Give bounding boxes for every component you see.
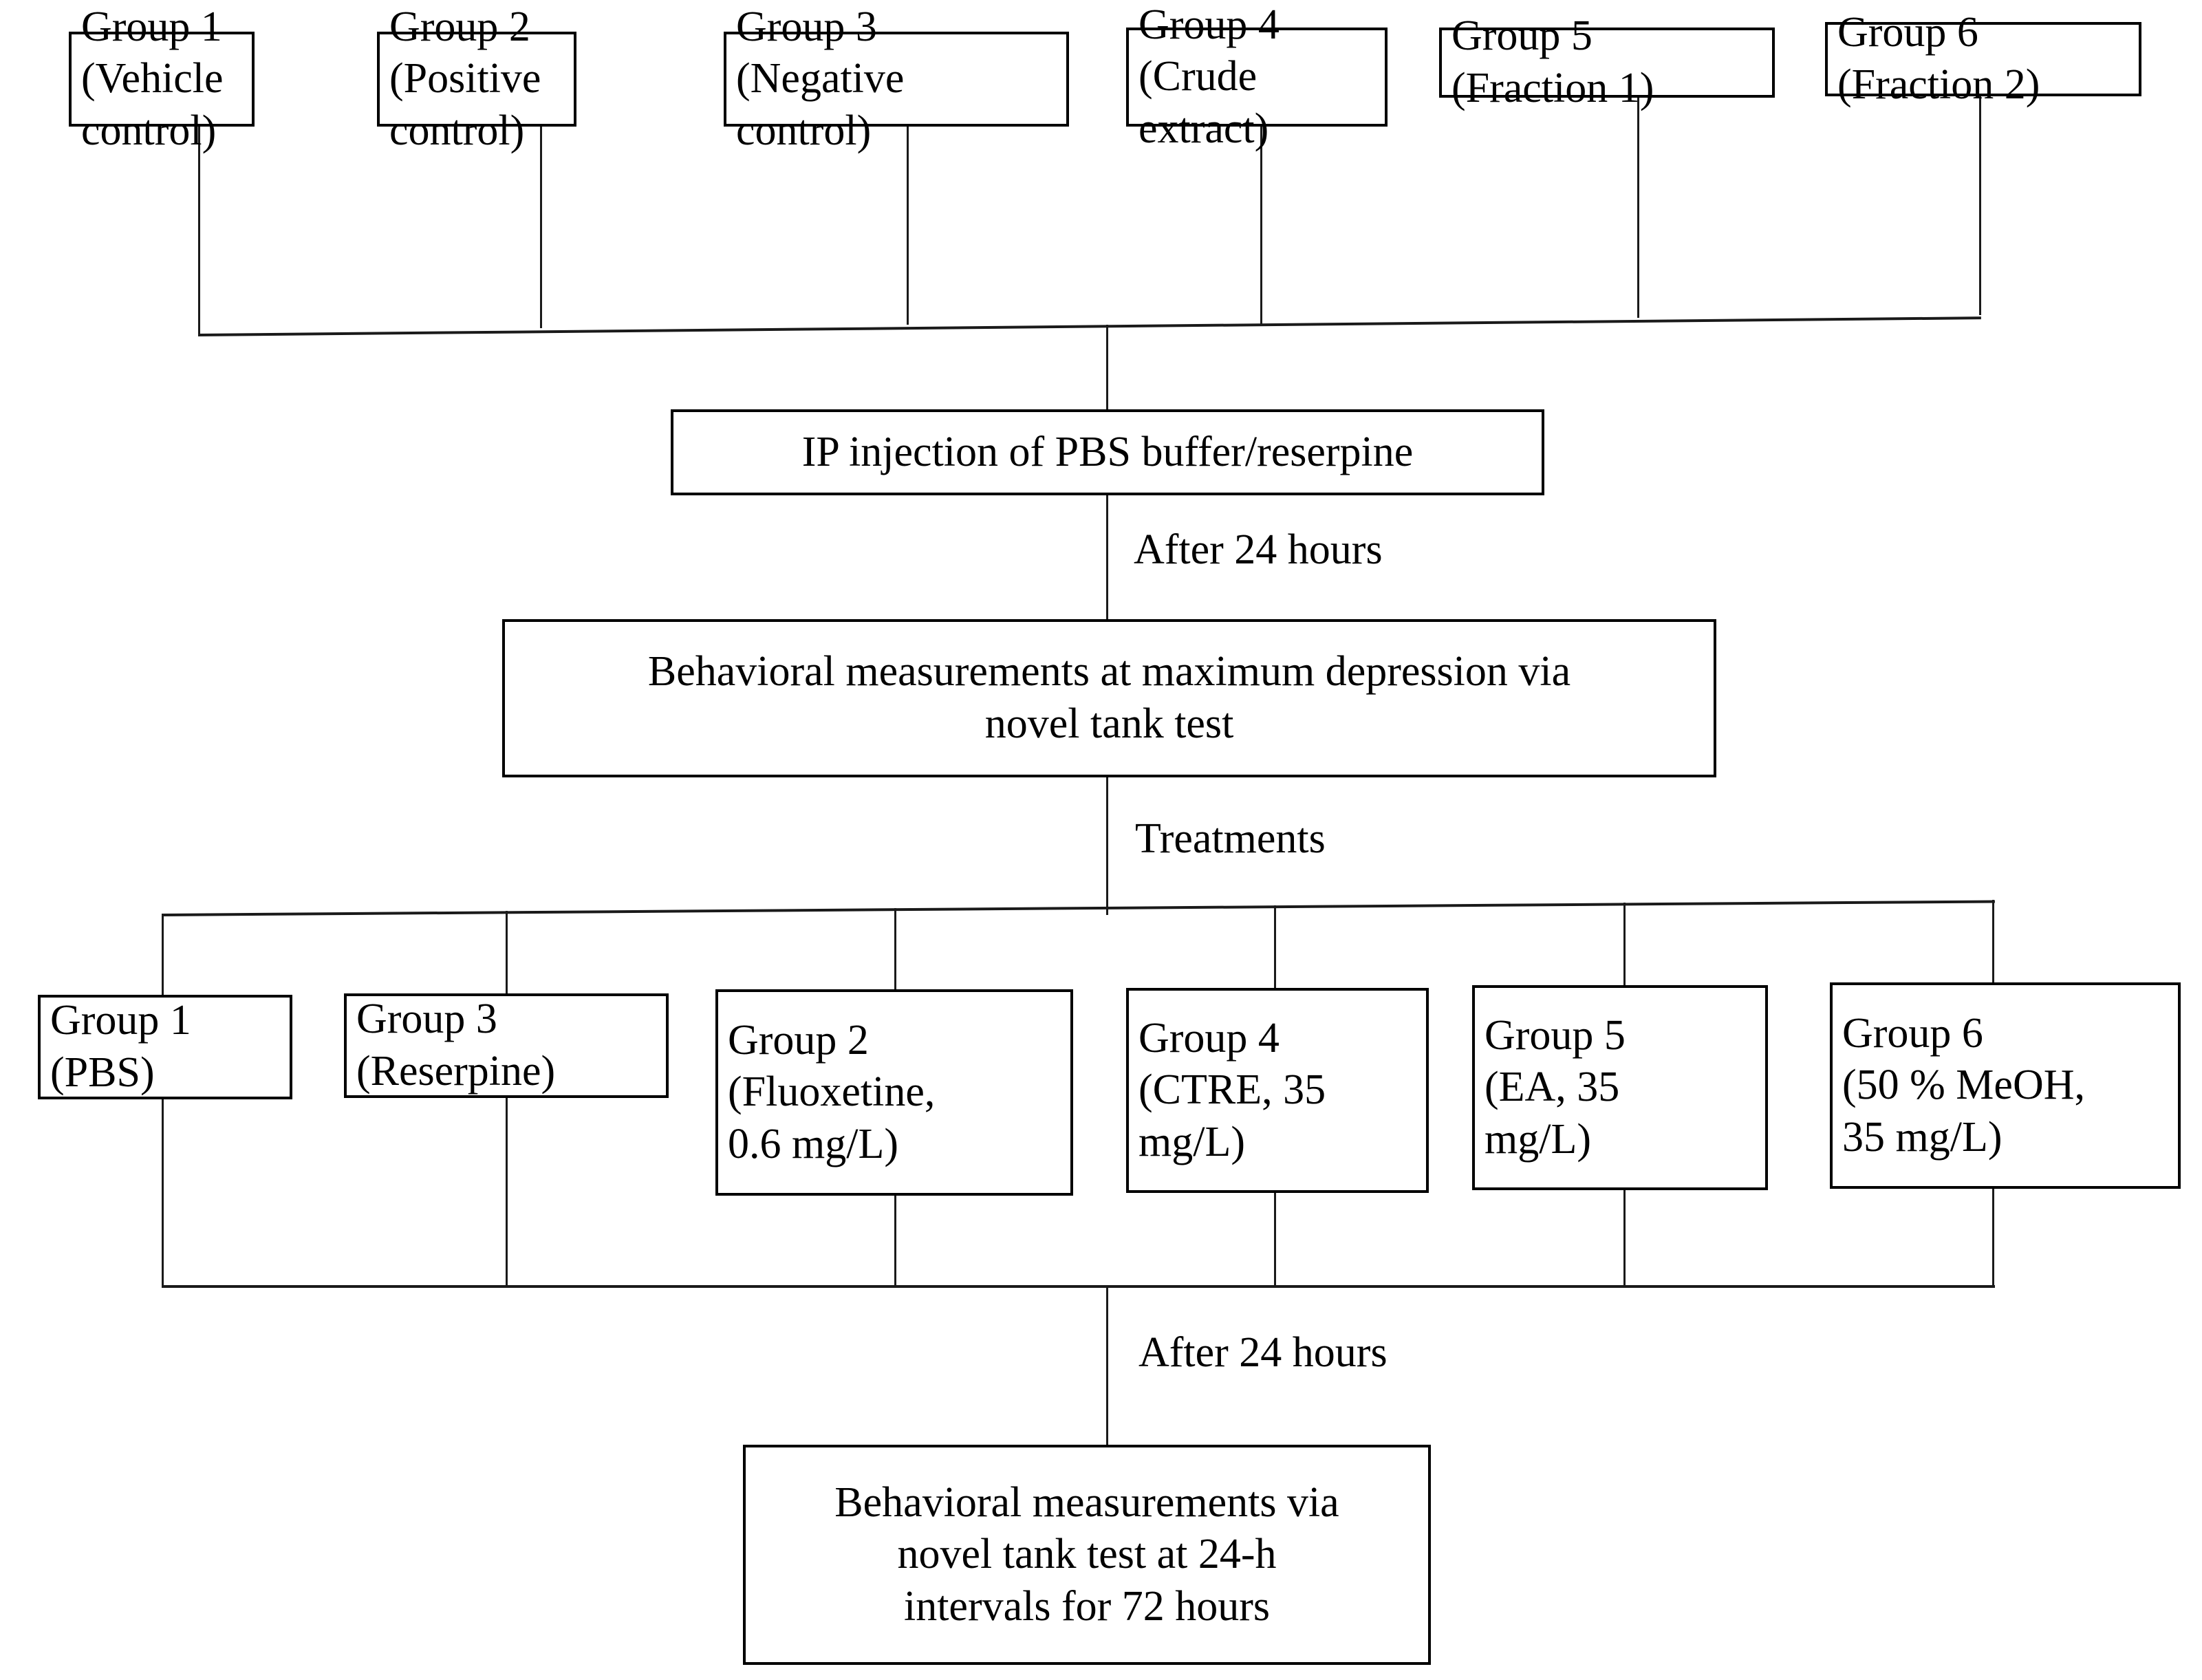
connector-treatment-2-stem [894, 1196, 896, 1286]
node-top-group-5-label: Group 5 (Fraction 1) [1451, 12, 1654, 111]
node-treatment-group-1-label: Group 1 (PBS) [50, 997, 191, 1096]
node-top-group-2-label: Group 2 (Positive control) [389, 3, 541, 154]
node-baseline-measurement-label: Behavioral measurements at maximum depre… [647, 648, 1571, 747]
connector-treatments-distribution-bus [161, 900, 1995, 916]
connector-treatment-3-stem [506, 1098, 508, 1286]
node-treatment-group-5-label: Group 5 (EA, 35 mg/L) [1485, 1011, 1626, 1163]
connector-top-group-4-stem [1260, 125, 1262, 325]
node-top-group-2[interactable]: Group 2 (Positive control) [377, 3, 576, 154]
node-final-measurement[interactable]: Behavioral measurements via novel tank t… [743, 1445, 1431, 1665]
connector-top-group-6-stem [1979, 95, 1981, 315]
connector-top-group-5-stem [1637, 96, 1639, 318]
connector-top-group-2-stem [540, 125, 542, 328]
node-top-group-4-label: Group 4 (Crude extract) [1138, 1, 1280, 152]
node-ip-injection[interactable]: IP injection of PBS buffer/reserpine [671, 409, 1544, 495]
connector-bus-to-injection [1106, 325, 1108, 415]
node-final-measurement-label: Behavioral measurements via novel tank t… [834, 1478, 1339, 1630]
connector-treatment-1-stem [162, 1099, 164, 1286]
node-treatment-group-3[interactable]: Group 3 (Reserpine) [344, 993, 669, 1098]
connector-treatments-collector-bus [162, 1285, 1995, 1288]
connector-baseline-to-treatments [1106, 777, 1108, 915]
node-top-group-6[interactable]: Group 6 (Fraction 2) [1825, 9, 2141, 108]
connector-treatment-6-drop [1992, 900, 1994, 984]
node-treatment-group-1[interactable]: Group 1 (PBS) [38, 995, 292, 1099]
connector-top-group-3-stem [907, 125, 909, 325]
node-treatment-group-4[interactable]: Group 4 (CTRE, 35 mg/L) [1126, 988, 1429, 1193]
edge-label-treatments: Treatments [1135, 815, 1326, 862]
node-top-group-4[interactable]: Group 4 (Crude extract) [1126, 1, 1388, 152]
node-treatment-group-2[interactable]: Group 2 (Fluoxetine, 0.6 mg/L) [715, 989, 1073, 1196]
connector-treatment-4-stem [1274, 1193, 1276, 1286]
connector-treatment-2-drop [894, 908, 896, 989]
node-treatment-group-2-label: Group 2 (Fluoxetine, 0.6 mg/L) [728, 1016, 936, 1167]
node-top-group-3[interactable]: Group 3 (Negative control) [724, 3, 1069, 154]
connector-top-collector-bus [197, 316, 1981, 336]
node-treatment-group-3-label: Group 3 (Reserpine) [356, 995, 556, 1095]
connector-treatment-5-stem [1623, 1190, 1626, 1285]
connector-treatment-1-drop [162, 914, 164, 995]
node-top-group-3-label: Group 3 (Negative control) [736, 3, 905, 154]
connector-injection-to-baseline [1106, 495, 1108, 621]
node-baseline-measurement[interactable]: Behavioral measurements at maximum depre… [502, 619, 1716, 777]
connector-treatment-5-drop [1623, 903, 1626, 987]
connector-treatment-4-drop [1274, 905, 1276, 988]
connector-top-group-1-stem [198, 125, 200, 335]
node-top-group-1[interactable]: Group 1 (Vehicle control) [69, 3, 255, 154]
node-top-group-6-label: Group 6 (Fraction 2) [1837, 9, 2040, 108]
node-treatment-group-5[interactable]: Group 5 (EA, 35 mg/L) [1472, 985, 1768, 1190]
node-ip-injection-label: IP injection of PBS buffer/reserpine [801, 428, 1414, 475]
node-top-group-5[interactable]: Group 5 (Fraction 1) [1439, 12, 1775, 111]
connector-bus-to-final-measurement [1106, 1285, 1108, 1447]
connector-treatment-3-drop [506, 911, 508, 993]
node-treatment-group-6[interactable]: Group 6 (50 % MeOH, 35 mg/L) [1830, 982, 2181, 1189]
connector-treatment-6-stem [1992, 1189, 1994, 1285]
node-treatment-group-6-label: Group 6 (50 % MeOH, 35 mg/L) [1842, 1009, 2085, 1161]
edge-label-after-24-hours-bottom: After 24 hours [1138, 1329, 1388, 1376]
edge-label-after-24-hours-top: After 24 hours [1134, 526, 1383, 573]
node-top-group-1-label: Group 1 (Vehicle control) [81, 3, 224, 154]
node-treatment-group-4-label: Group 4 (CTRE, 35 mg/L) [1138, 1014, 1326, 1165]
